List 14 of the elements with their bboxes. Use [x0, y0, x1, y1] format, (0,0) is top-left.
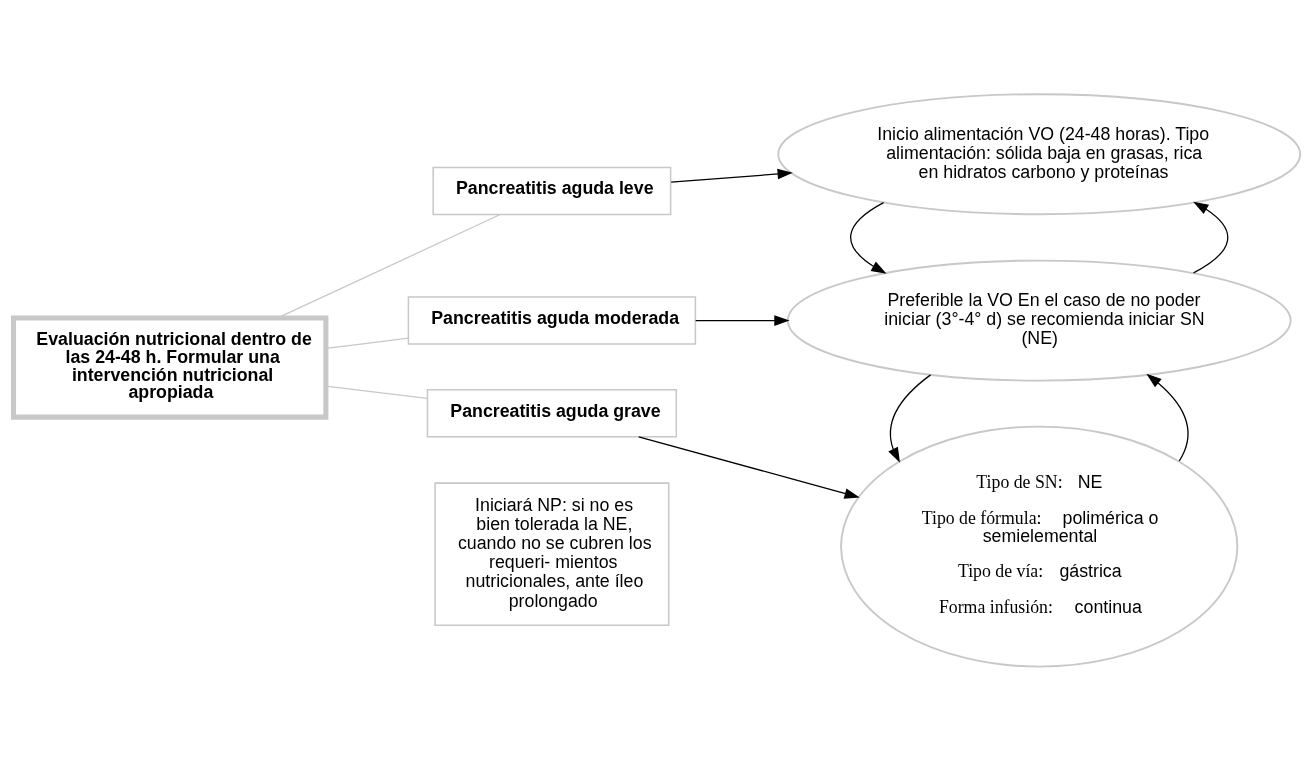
connector — [325, 337, 409, 350]
arrow — [638, 436, 860, 499]
node-box: Pancreatitis aguda grave — [426, 389, 678, 438]
arrow — [1192, 201, 1229, 274]
arrow — [888, 374, 932, 463]
node-box: Iniciará NP: si no es bien tolerada la NE, cuando no se cubren los requeri- mientos nutricionales, ante íleo prolongado — [434, 482, 670, 627]
node-box: Pancreatitis aguda leve — [432, 166, 672, 216]
arrow — [695, 315, 790, 326]
arrow — [670, 168, 793, 183]
node-box: Pancreatitis aguda moderada — [407, 296, 697, 345]
node-box: Evaluación nutricional dentro de las 24-48 h. Formular una intervención nutricional apropiada — [10, 315, 329, 420]
arrow — [1146, 373, 1189, 462]
connector — [325, 385, 428, 400]
arrow — [850, 202, 887, 274]
